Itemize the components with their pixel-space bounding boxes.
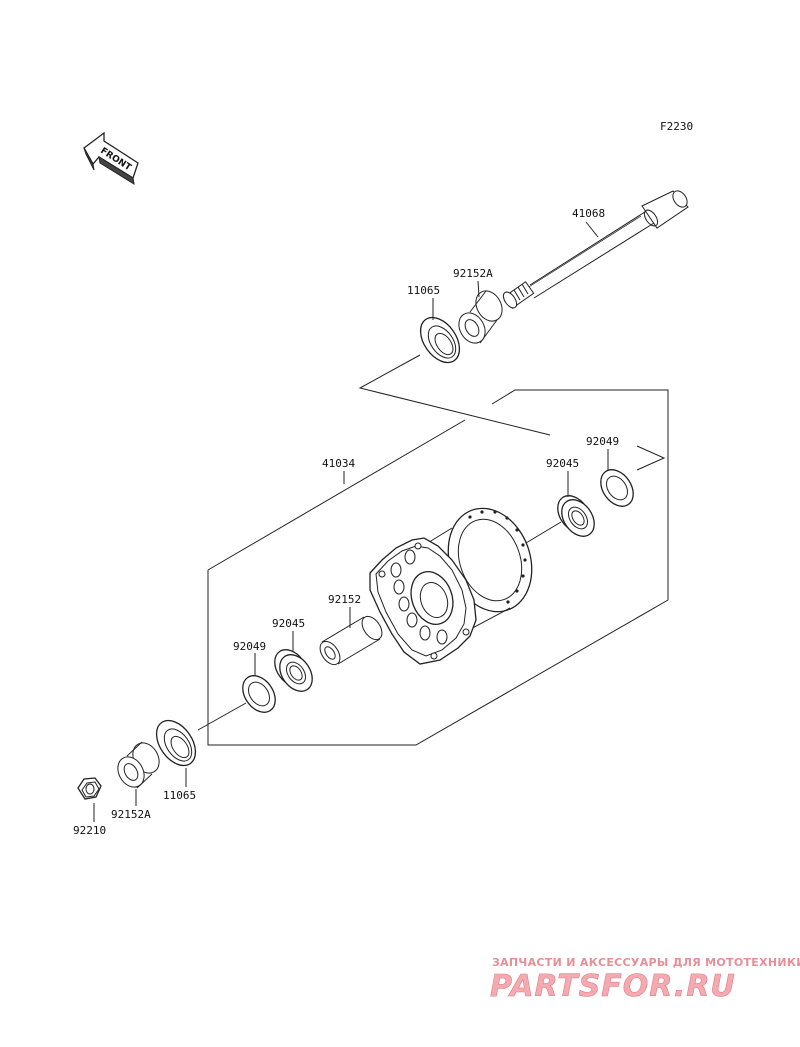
collar-bottom bbox=[117, 741, 160, 789]
hub-bracket bbox=[207, 389, 669, 746]
axis-line-top bbox=[358, 354, 551, 436]
axis-line-bottom bbox=[197, 702, 247, 731]
label-hub: 41034 bbox=[322, 457, 355, 470]
front-arrow-icon: FRONT bbox=[83, 131, 139, 186]
seal-top bbox=[419, 316, 461, 364]
bearing-left bbox=[274, 649, 313, 692]
label-collar-bottom: 92152A bbox=[111, 808, 151, 821]
collar-top bbox=[458, 290, 503, 344]
oil-seal-right bbox=[600, 469, 634, 507]
label-nut: 92210 bbox=[73, 824, 106, 837]
oil-seal-left bbox=[242, 675, 276, 713]
spacer bbox=[319, 615, 383, 666]
leader-collar-top bbox=[477, 280, 480, 298]
axle bbox=[502, 190, 689, 309]
label-bearing-right: 92045 bbox=[546, 457, 579, 470]
wheel-hub bbox=[369, 507, 533, 665]
label-spacer: 92152 bbox=[328, 593, 361, 606]
watermark-tagline: ЗАПЧАСТИ И АКСЕССУАРЫ ДЛЯ МОТОТЕХНИКИ bbox=[492, 956, 800, 969]
label-axle: 41068 bbox=[572, 207, 605, 220]
label-oil-seal-left: 92049 bbox=[233, 640, 266, 653]
watermark-brand: PARTSFOR.RU bbox=[490, 969, 736, 1004]
label-seal-bottom: 11065 bbox=[163, 789, 196, 802]
hub-bracket-top-left bbox=[207, 419, 466, 571]
label-oil-seal-right: 92049 bbox=[586, 435, 619, 448]
leader-axle bbox=[585, 221, 599, 238]
axle-nut bbox=[77, 777, 102, 800]
label-bearing-left: 92045 bbox=[272, 617, 305, 630]
label-seal-top: 11065 bbox=[407, 284, 440, 297]
seal-bottom bbox=[155, 719, 197, 767]
group-bracket-right bbox=[636, 445, 666, 471]
bearing-right bbox=[557, 495, 595, 537]
label-collar-top: 92152A bbox=[453, 267, 493, 280]
axis-line-right bbox=[520, 521, 562, 547]
figure-code: F2230 bbox=[660, 120, 693, 133]
